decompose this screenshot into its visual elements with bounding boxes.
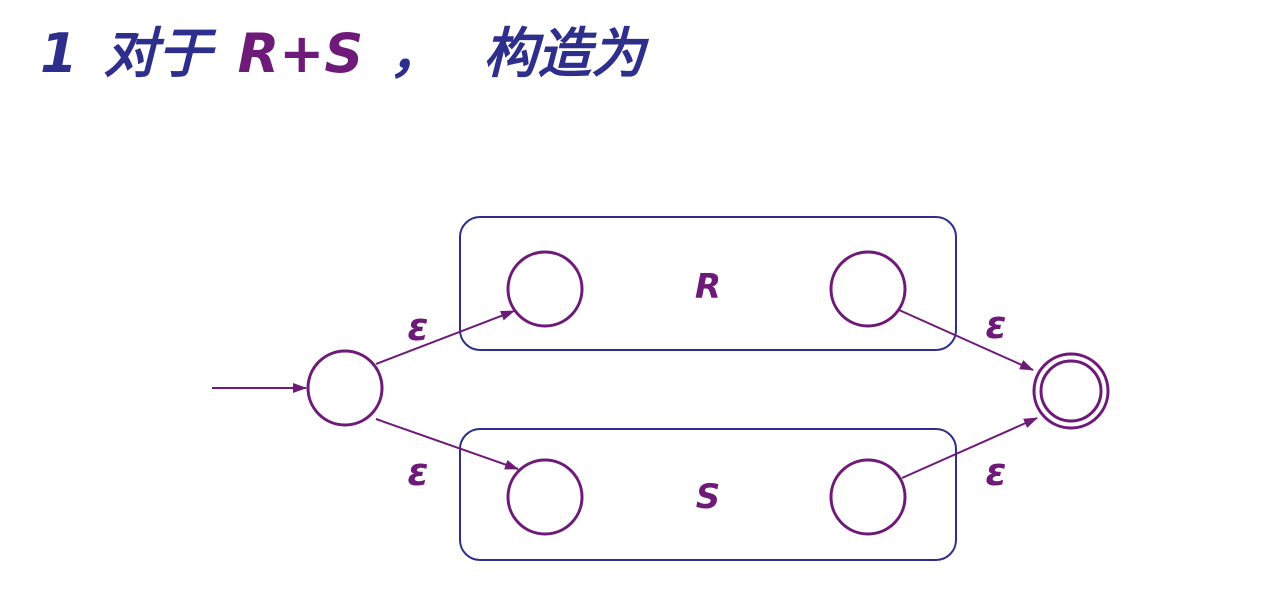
title-suffix: 构造为 xyxy=(483,22,646,85)
title-prefix: 对于 xyxy=(103,22,212,85)
epsilon-label-start-s: ε xyxy=(407,450,428,494)
final-state-outer xyxy=(1032,352,1110,430)
transition-s-to-final xyxy=(901,417,1038,479)
title-expression: R+S xyxy=(237,22,364,85)
slide-title: 1 对于 R+S ， 构造为 xyxy=(40,18,645,90)
epsilon-label-r-final: ε xyxy=(985,303,1006,347)
s-entry-state xyxy=(506,458,584,536)
r-automaton-box xyxy=(459,216,957,351)
epsilon-label-start-r: ε xyxy=(407,305,428,349)
r-entry-state xyxy=(506,250,584,328)
start-state xyxy=(306,349,384,427)
epsilon-label-s-final: ε xyxy=(985,450,1006,494)
title-comma: ， xyxy=(389,22,444,85)
final-state-inner xyxy=(1039,359,1103,423)
r-box-label: R xyxy=(695,267,721,307)
transition-start-to-s xyxy=(375,418,519,470)
transition-r-to-final xyxy=(898,309,1034,371)
transition-start-to-r xyxy=(375,310,515,365)
title-number: 1 xyxy=(40,22,78,85)
s-exit-state xyxy=(829,458,907,536)
s-automaton-box xyxy=(459,428,957,561)
r-exit-state xyxy=(829,250,907,328)
s-box-label: S xyxy=(696,477,721,517)
